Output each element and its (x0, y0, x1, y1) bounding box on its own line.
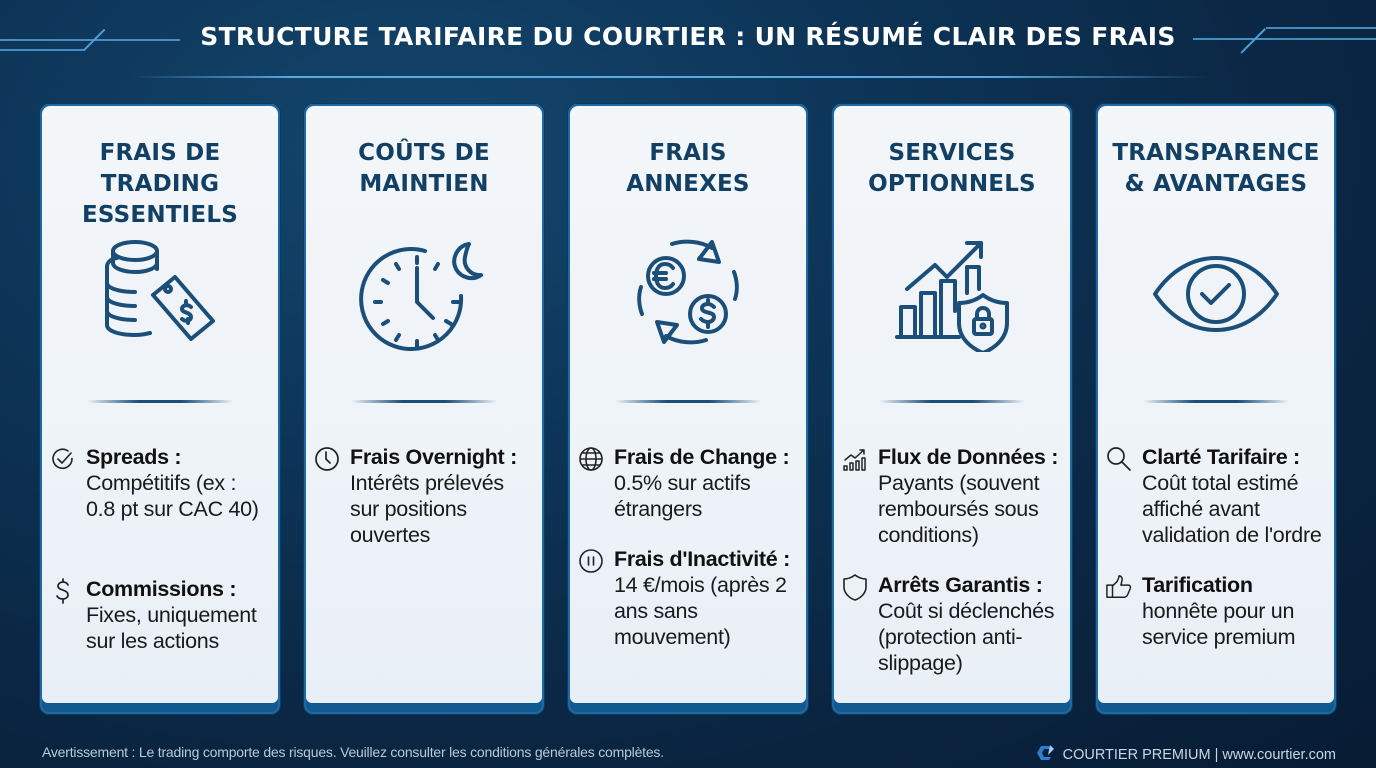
item-text: 0.5% sur actifs (614, 471, 751, 495)
item-label: Flux de Données : (878, 445, 1059, 469)
card-title-line: TRADING (100, 171, 220, 197)
card-title-line: OPTIONNELS (868, 171, 1036, 197)
item-label: Commissions : (86, 577, 237, 601)
card-title-line: COÛTS DE (358, 140, 490, 166)
item-text: Intérêts prélevés (350, 471, 504, 495)
item-label: Clarté Tarifaire : (1142, 445, 1300, 469)
item-text: validation de l'ordre (1142, 523, 1322, 547)
item-text: conditions) (878, 523, 979, 547)
card-title: COÛTS DE MAINTIEN (306, 138, 542, 200)
list-item-inactivity-fees: Frais d'Inactivité : 14 €/mois (après 2 … (578, 546, 800, 650)
title-underline (130, 76, 1210, 78)
card-title: TRANSPARENCE & AVANTAGES (1098, 138, 1334, 200)
header-deco-line-left-bottom (0, 49, 85, 51)
item-text: étrangers (614, 497, 703, 521)
card-title: FRAIS DE TRADING ESSENTIELS (42, 138, 278, 231)
card-title: FRAIS ANNEXES (570, 138, 806, 200)
header-deco-line-right-bottom (1193, 38, 1376, 40)
eye-check-icon (1098, 234, 1334, 354)
brand-text[interactable]: COURTIER PREMIUM | www.courtier.com (1062, 747, 1336, 763)
card-divider (879, 400, 1025, 403)
item-text: slippage) (878, 651, 963, 675)
item-text: ans sans (614, 599, 698, 623)
chart-shield-lock-icon (834, 234, 1070, 354)
page-title: STRUCTURE TARIFAIRE DU COURTIER : UN RÉS… (200, 22, 1176, 51)
card-maintenance-costs: COÛTS DE MAINTIEN Frais Overnight : (304, 104, 544, 714)
card-items: Spreads : Compétitifs (ex : 0.8 pt sur C… (50, 444, 272, 678)
coins-price-tag-icon (42, 234, 278, 354)
card-divider (615, 400, 761, 403)
item-text: sur positions (350, 497, 467, 521)
item-text: ouvertes (350, 523, 431, 547)
list-item-overnight-fees: Frais Overnight : Intérêts prélevés sur … (314, 444, 536, 548)
card-title-line: TRANSPARENCE (1112, 140, 1320, 166)
item-text: 0.8 pt sur CAC 40) (86, 497, 259, 521)
item-text: Coût si déclenchés (878, 599, 1055, 623)
footer-brand: COURTIER PREMIUM | www.courtier.com (1035, 743, 1336, 767)
list-item-data-feeds: Flux de Données : Payants (souvent rembo… (842, 444, 1064, 548)
card-title-line: SERVICES (888, 140, 1016, 166)
item-text: sur les actions (86, 629, 219, 653)
dollar-icon (50, 578, 76, 604)
card-divider (1143, 400, 1289, 403)
header: STRUCTURE TARIFAIRE DU COURTIER : UN RÉS… (0, 22, 1376, 51)
item-label: Tarification (1142, 573, 1253, 597)
item-label: Frais de Change : (614, 445, 790, 469)
card-ancillary-fees: FRAIS ANNEXES (568, 104, 808, 714)
item-text: 14 €/mois (après 2 (614, 573, 787, 597)
card-title-line: MAINTIEN (359, 171, 489, 197)
clock-icon (314, 446, 340, 472)
card-items: Frais Overnight : Intérêts prélevés sur … (314, 444, 536, 572)
card-title-line: FRAIS (649, 140, 727, 166)
list-item-spreads: Spreads : Compétitifs (ex : 0.8 pt sur C… (50, 444, 272, 522)
list-item-exchange-fees: Frais de Change : 0.5% sur actifs étrang… (578, 444, 800, 522)
item-text: (protection anti- (878, 625, 1023, 649)
item-label: Frais d'Inactivité : (614, 547, 790, 571)
item-text: Fixes, uniquement (86, 603, 257, 627)
card-title-line: & AVANTAGES (1124, 171, 1308, 197)
card-title: SERVICES OPTIONNELS (834, 138, 1070, 200)
item-text: honnête pour un (1142, 599, 1295, 623)
list-item-guaranteed-stops: Arrêts Garantis : Coût si déclenchés (pr… (842, 572, 1064, 676)
card-items: Frais de Change : 0.5% sur actifs étrang… (578, 444, 800, 674)
card-title-line: ESSENTIELS (82, 202, 238, 228)
list-item-fair-pricing: Tarification honnête pour un service pre… (1106, 572, 1328, 650)
item-text: Compétitifs (ex : (86, 471, 237, 495)
currency-exchange-icon (570, 234, 806, 354)
header-deco-line-right-top (1266, 27, 1376, 29)
card-title-line: ANNEXES (626, 171, 750, 197)
pause-circle-icon (578, 548, 604, 574)
brand-logo-icon (1035, 743, 1057, 767)
list-item-pricing-clarity: Clarté Tarifaire : Coût total estimé aff… (1106, 444, 1328, 548)
list-item-commissions: Commissions : Fixes, uniquement sur les … (50, 576, 272, 654)
item-label: Frais Overnight : (350, 445, 517, 469)
card-divider (87, 400, 233, 403)
item-text: Coût total estimé (1142, 471, 1299, 495)
shield-icon (842, 574, 868, 601)
header-deco-line-left-top (0, 39, 180, 41)
item-text: remboursés sous (878, 497, 1039, 521)
item-text: service premium (1142, 625, 1296, 649)
card-items: Flux de Données : Payants (souvent rembo… (842, 444, 1064, 700)
magnifier-icon (1106, 446, 1132, 472)
item-label: Spreads : (86, 445, 182, 469)
check-circle-icon (50, 446, 76, 472)
footer-disclaimer: Avertissement : Le trading comporte des … (42, 744, 664, 760)
card-transparency-benefits: TRANSPARENCE & AVANTAGES Clarté Tarifair… (1096, 104, 1336, 714)
cards-row: FRAIS DE TRADING ESSENTIELS (40, 104, 1336, 714)
item-label: Arrêts Garantis : (878, 573, 1043, 597)
globe-icon (578, 446, 604, 472)
card-optional-services: SERVICES OPTIONNELS (832, 104, 1072, 714)
card-trading-fees: FRAIS DE TRADING ESSENTIELS (40, 104, 280, 714)
card-divider (351, 400, 497, 403)
item-text: Payants (souvent (878, 471, 1040, 495)
item-text: affiché avant (1142, 497, 1260, 521)
item-text: mouvement) (614, 625, 731, 649)
clock-moon-icon (306, 234, 542, 354)
card-title-line: FRAIS DE (99, 140, 221, 166)
bar-chart-trend-icon (842, 446, 868, 472)
card-items: Clarté Tarifaire : Coût total estimé aff… (1106, 444, 1328, 674)
thumbs-up-icon (1106, 574, 1132, 600)
